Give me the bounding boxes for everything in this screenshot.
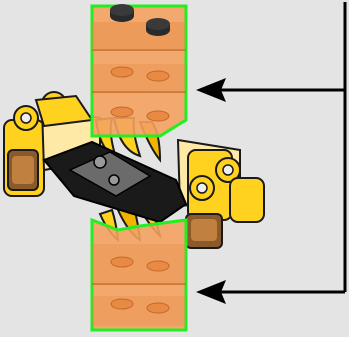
right-wing-assembly	[176, 138, 265, 249]
black-cockpit-piece	[42, 140, 188, 224]
lower-orange-brick-stack	[90, 217, 188, 332]
arrow-bottom-icon	[196, 280, 226, 304]
upper-orange-brick-stack	[90, 4, 188, 138]
brick-studs-top	[110, 4, 170, 122]
arrow-top-icon	[196, 78, 226, 102]
callout-lines	[218, 2, 347, 294]
